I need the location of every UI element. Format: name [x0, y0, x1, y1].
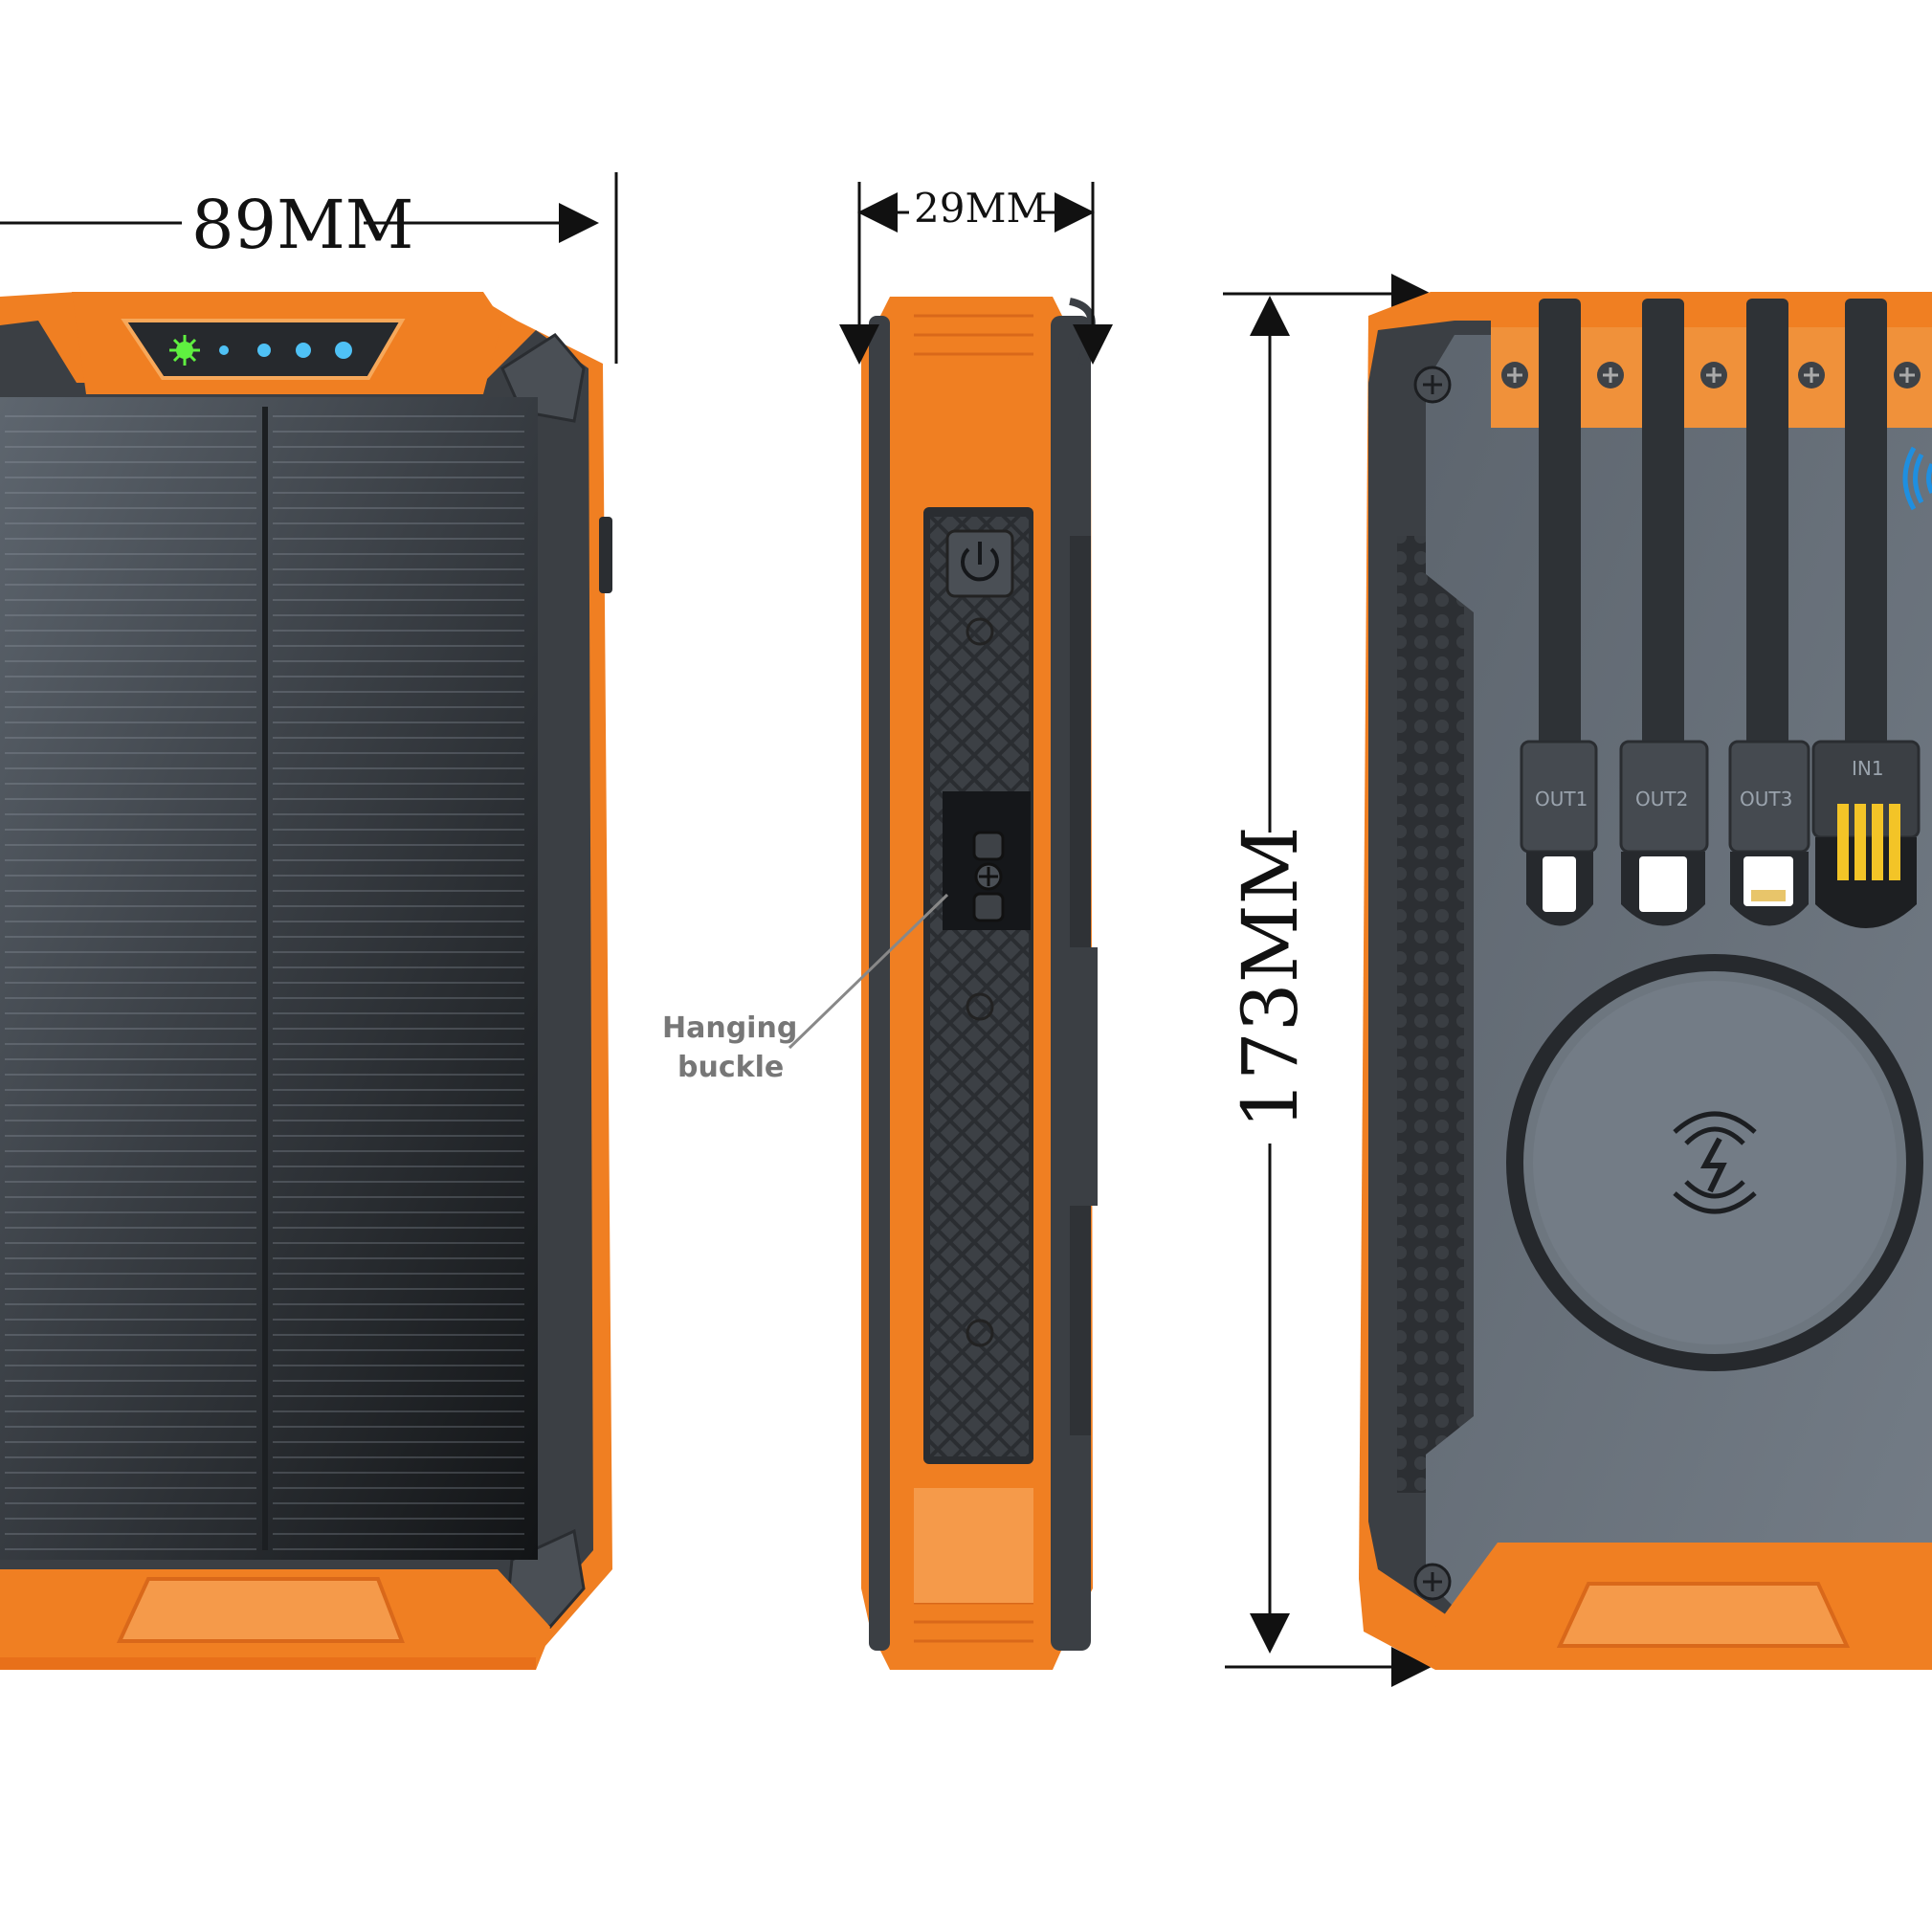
width-label: 89MM	[191, 186, 413, 264]
usb-connector-icon	[1639, 856, 1687, 912]
cable-out3[interactable]: OUT3	[1728, 740, 1810, 926]
thickness-dimension: 29MM	[839, 182, 1113, 365]
port-label-out3: OUT3	[1740, 788, 1792, 811]
wireless-charging-icon	[1673, 1111, 1757, 1214]
back-grip-texture	[1397, 536, 1464, 1493]
power-icon	[961, 542, 999, 582]
hanging-buckle	[943, 791, 1031, 930]
hanging-buckle-label-line2: buckle	[677, 1051, 784, 1084]
port-label-in1: IN1	[1852, 757, 1884, 780]
cable-out2[interactable]: OUT2	[1619, 740, 1709, 926]
height-label: 173MM	[1226, 826, 1315, 1129]
hanging-buckle-label-line1: Hanging	[662, 1011, 797, 1045]
screw-icon	[1413, 366, 1452, 1601]
power-button[interactable]	[945, 529, 1014, 598]
cable-out1[interactable]: OUT1	[1520, 740, 1598, 926]
side-view	[861, 297, 1098, 1670]
screw-icon	[1501, 362, 1921, 389]
solar-cell-grid	[5, 407, 524, 1550]
back-view: OUT1 OUT2 OUT3 IN1	[1359, 292, 1932, 1670]
wireless-indicator-icon	[1902, 446, 1932, 511]
bottom-grip	[116, 1577, 405, 1643]
solar-panel	[0, 397, 538, 1560]
thickness-label: 29MM	[914, 185, 1047, 232]
front-view	[0, 292, 612, 1670]
usb-connector-icon	[1837, 804, 1900, 880]
wireless-charging-pad	[1506, 954, 1923, 1371]
port-label-out2: OUT2	[1635, 788, 1688, 811]
width-dimension: 89MM	[0, 172, 618, 364]
screw-icon	[966, 617, 994, 1347]
port-label-out1: OUT1	[1535, 788, 1588, 811]
built-in-cables	[1539, 299, 1887, 748]
cable-in1[interactable]: IN1	[1811, 740, 1921, 928]
led-indicator-icon	[169, 335, 352, 366]
hanging-buckle-callout: Hanging buckle	[662, 893, 949, 1084]
height-dimension: 173MM	[1223, 274, 1432, 1687]
usb-connector-icon	[1543, 856, 1576, 912]
